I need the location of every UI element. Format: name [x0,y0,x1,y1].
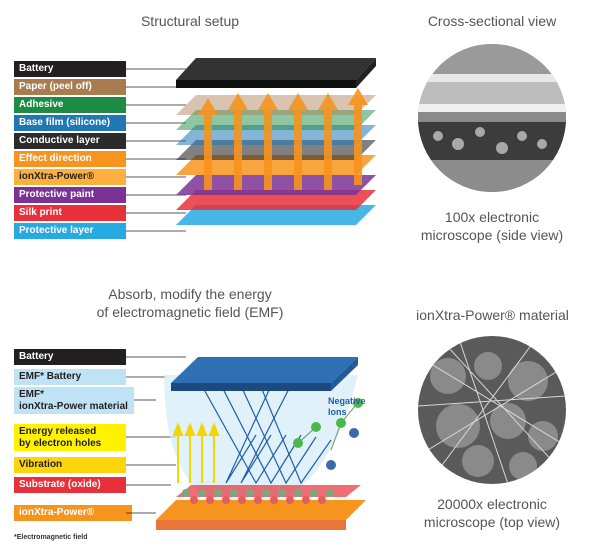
structural-setup-heading: Structural setup [120,12,260,30]
label-adhesive: Adhesive [14,97,126,113]
label-base-film: Base film (silicone) [14,115,126,131]
cross-section-caption: 100x electronic microscope (side view) [412,208,572,244]
emf-label-energy-line1: Energy released [19,426,126,438]
emf-label-ionxtra-material: ionXtra-Power® material [14,505,132,521]
cross-section-caption-line2: microscope (side view) [412,226,572,244]
cross-section-heading: Cross-sectional view [412,12,572,30]
emf-label-vibration: Vibration [14,457,126,473]
emf-label-emf-material-line1: EMF* [19,389,134,401]
emf-heading: Absorb, modify the energy of electromagn… [70,285,310,321]
emf-label-substrate: Substrate (oxide) [14,477,126,493]
emf-label-energy-line2: by electron holes [19,438,126,450]
negative-ions-line2: Ions [328,407,366,418]
emf-illustration [126,335,386,530]
layer-stack-illustration [126,40,376,250]
material-caption-line2: microscope (top view) [412,513,572,531]
label-ionxtra-material: ionXtra-Power® material [14,169,126,185]
label-conductive-layer: Conductive layer [14,133,126,149]
label-battery: Battery [14,61,126,77]
emf-heading-line2: of electromagnetic field (EMF) [70,303,310,321]
material-caption-line1: 20000x electronic [412,495,572,513]
material-heading: ionXtra-Power® material [405,306,580,324]
negative-ions-label: Negative Ions [328,396,366,418]
emf-heading-line1: Absorb, modify the energy [70,285,310,303]
label-silk-print: Silk print [14,205,126,221]
emf-label-emf-battery: EMF* Battery [14,369,126,385]
cross-section-caption-line1: 100x electronic [412,208,572,226]
material-caption: 20000x electronic microscope (top view) [412,495,572,531]
emf-label-emf-material-line2: ionXtra-Power material [19,401,134,413]
label-paper: Paper (peel off) [14,79,126,95]
footnote: *Electromagnetic field [14,534,88,541]
cross-section-micrograph [418,44,566,192]
emf-label-energy-released: Energy released by electron holes [14,424,126,451]
label-effect-direction: Effect direction [14,151,126,167]
emf-label-emf-material: EMF* ionXtra-Power material [14,387,134,414]
label-protective-layer: Protective layer [14,223,126,239]
negative-ions-line1: Negative [328,396,366,407]
material-micrograph [418,336,566,484]
label-protective-paint: Protective paint [14,187,126,203]
emf-label-battery: Battery [14,349,126,365]
